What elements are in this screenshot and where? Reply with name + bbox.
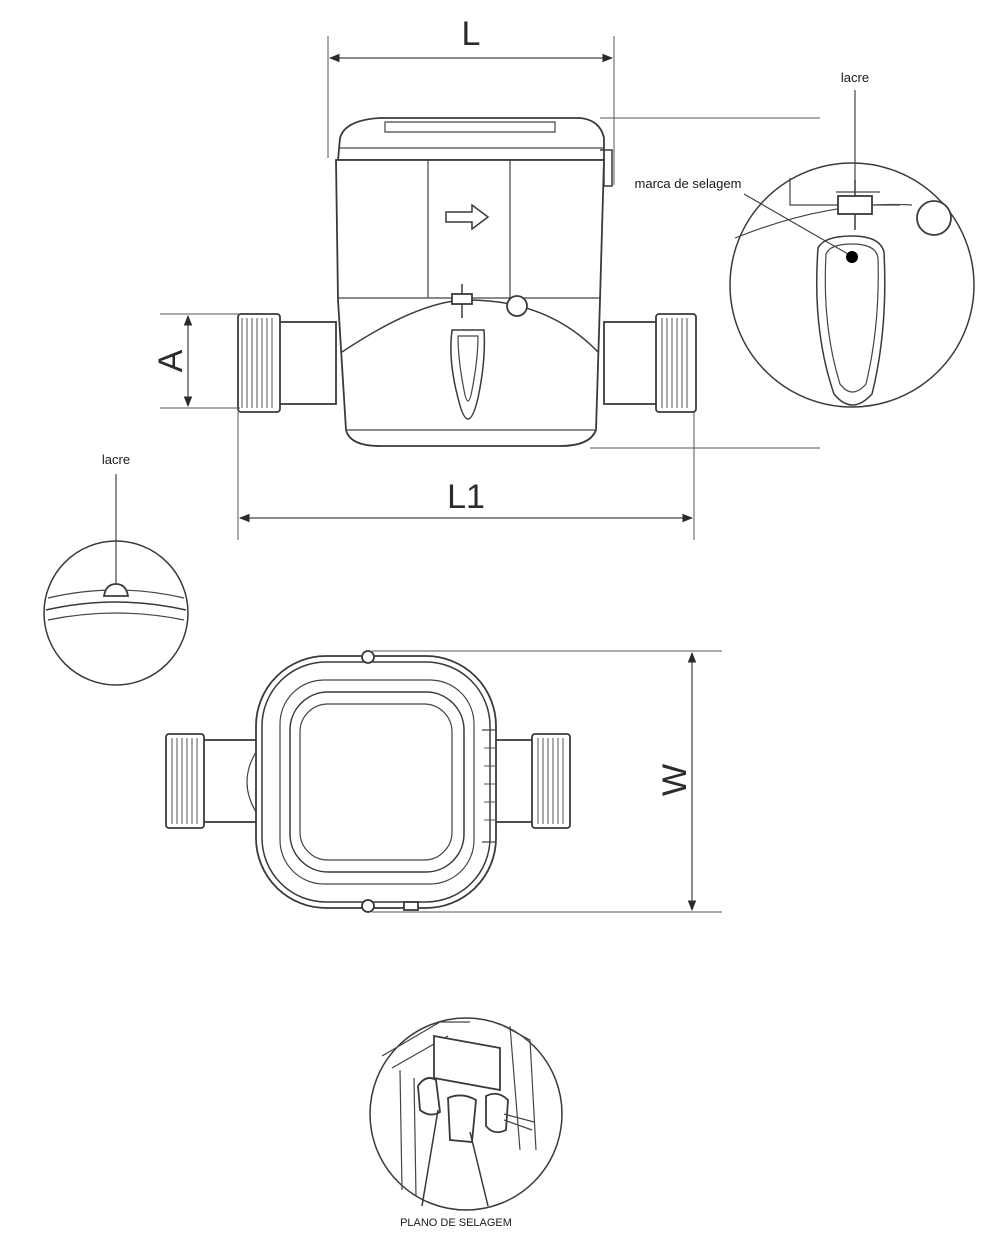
marca-label: marca de selagem [635, 176, 742, 191]
top-view: W [165, 650, 722, 913]
meter-body [335, 117, 613, 447]
dimension-a-label: A [152, 349, 190, 372]
dimension-w: W [372, 650, 722, 913]
dimension-l: L [328, 15, 614, 63]
dimension-l1: L1 [237, 412, 695, 540]
seal-mark-dot [846, 251, 858, 263]
flow-arrow-icon [445, 203, 490, 231]
dimension-l-label: L [462, 15, 481, 53]
seal-cross [451, 284, 473, 318]
lacre-top-label: lacre [841, 70, 869, 85]
lacre-left-label: lacre [102, 452, 130, 467]
front-view: L [152, 15, 820, 540]
plano-label: PLANO DE SELAGEM [400, 1217, 512, 1229]
dimension-w-label: W [656, 764, 694, 796]
dimension-l1-label: L1 [447, 478, 485, 516]
seal-ball [506, 295, 528, 317]
right-connector [603, 313, 697, 413]
dimension-a: A [152, 313, 240, 409]
seal-detail-circle: lacre marca de selagem [635, 70, 975, 408]
sealing-plane-detail: PLANO DE SELAGEM [369, 1017, 563, 1229]
left-connector [237, 313, 337, 413]
lacre-detail-circle: lacre [43, 452, 189, 686]
